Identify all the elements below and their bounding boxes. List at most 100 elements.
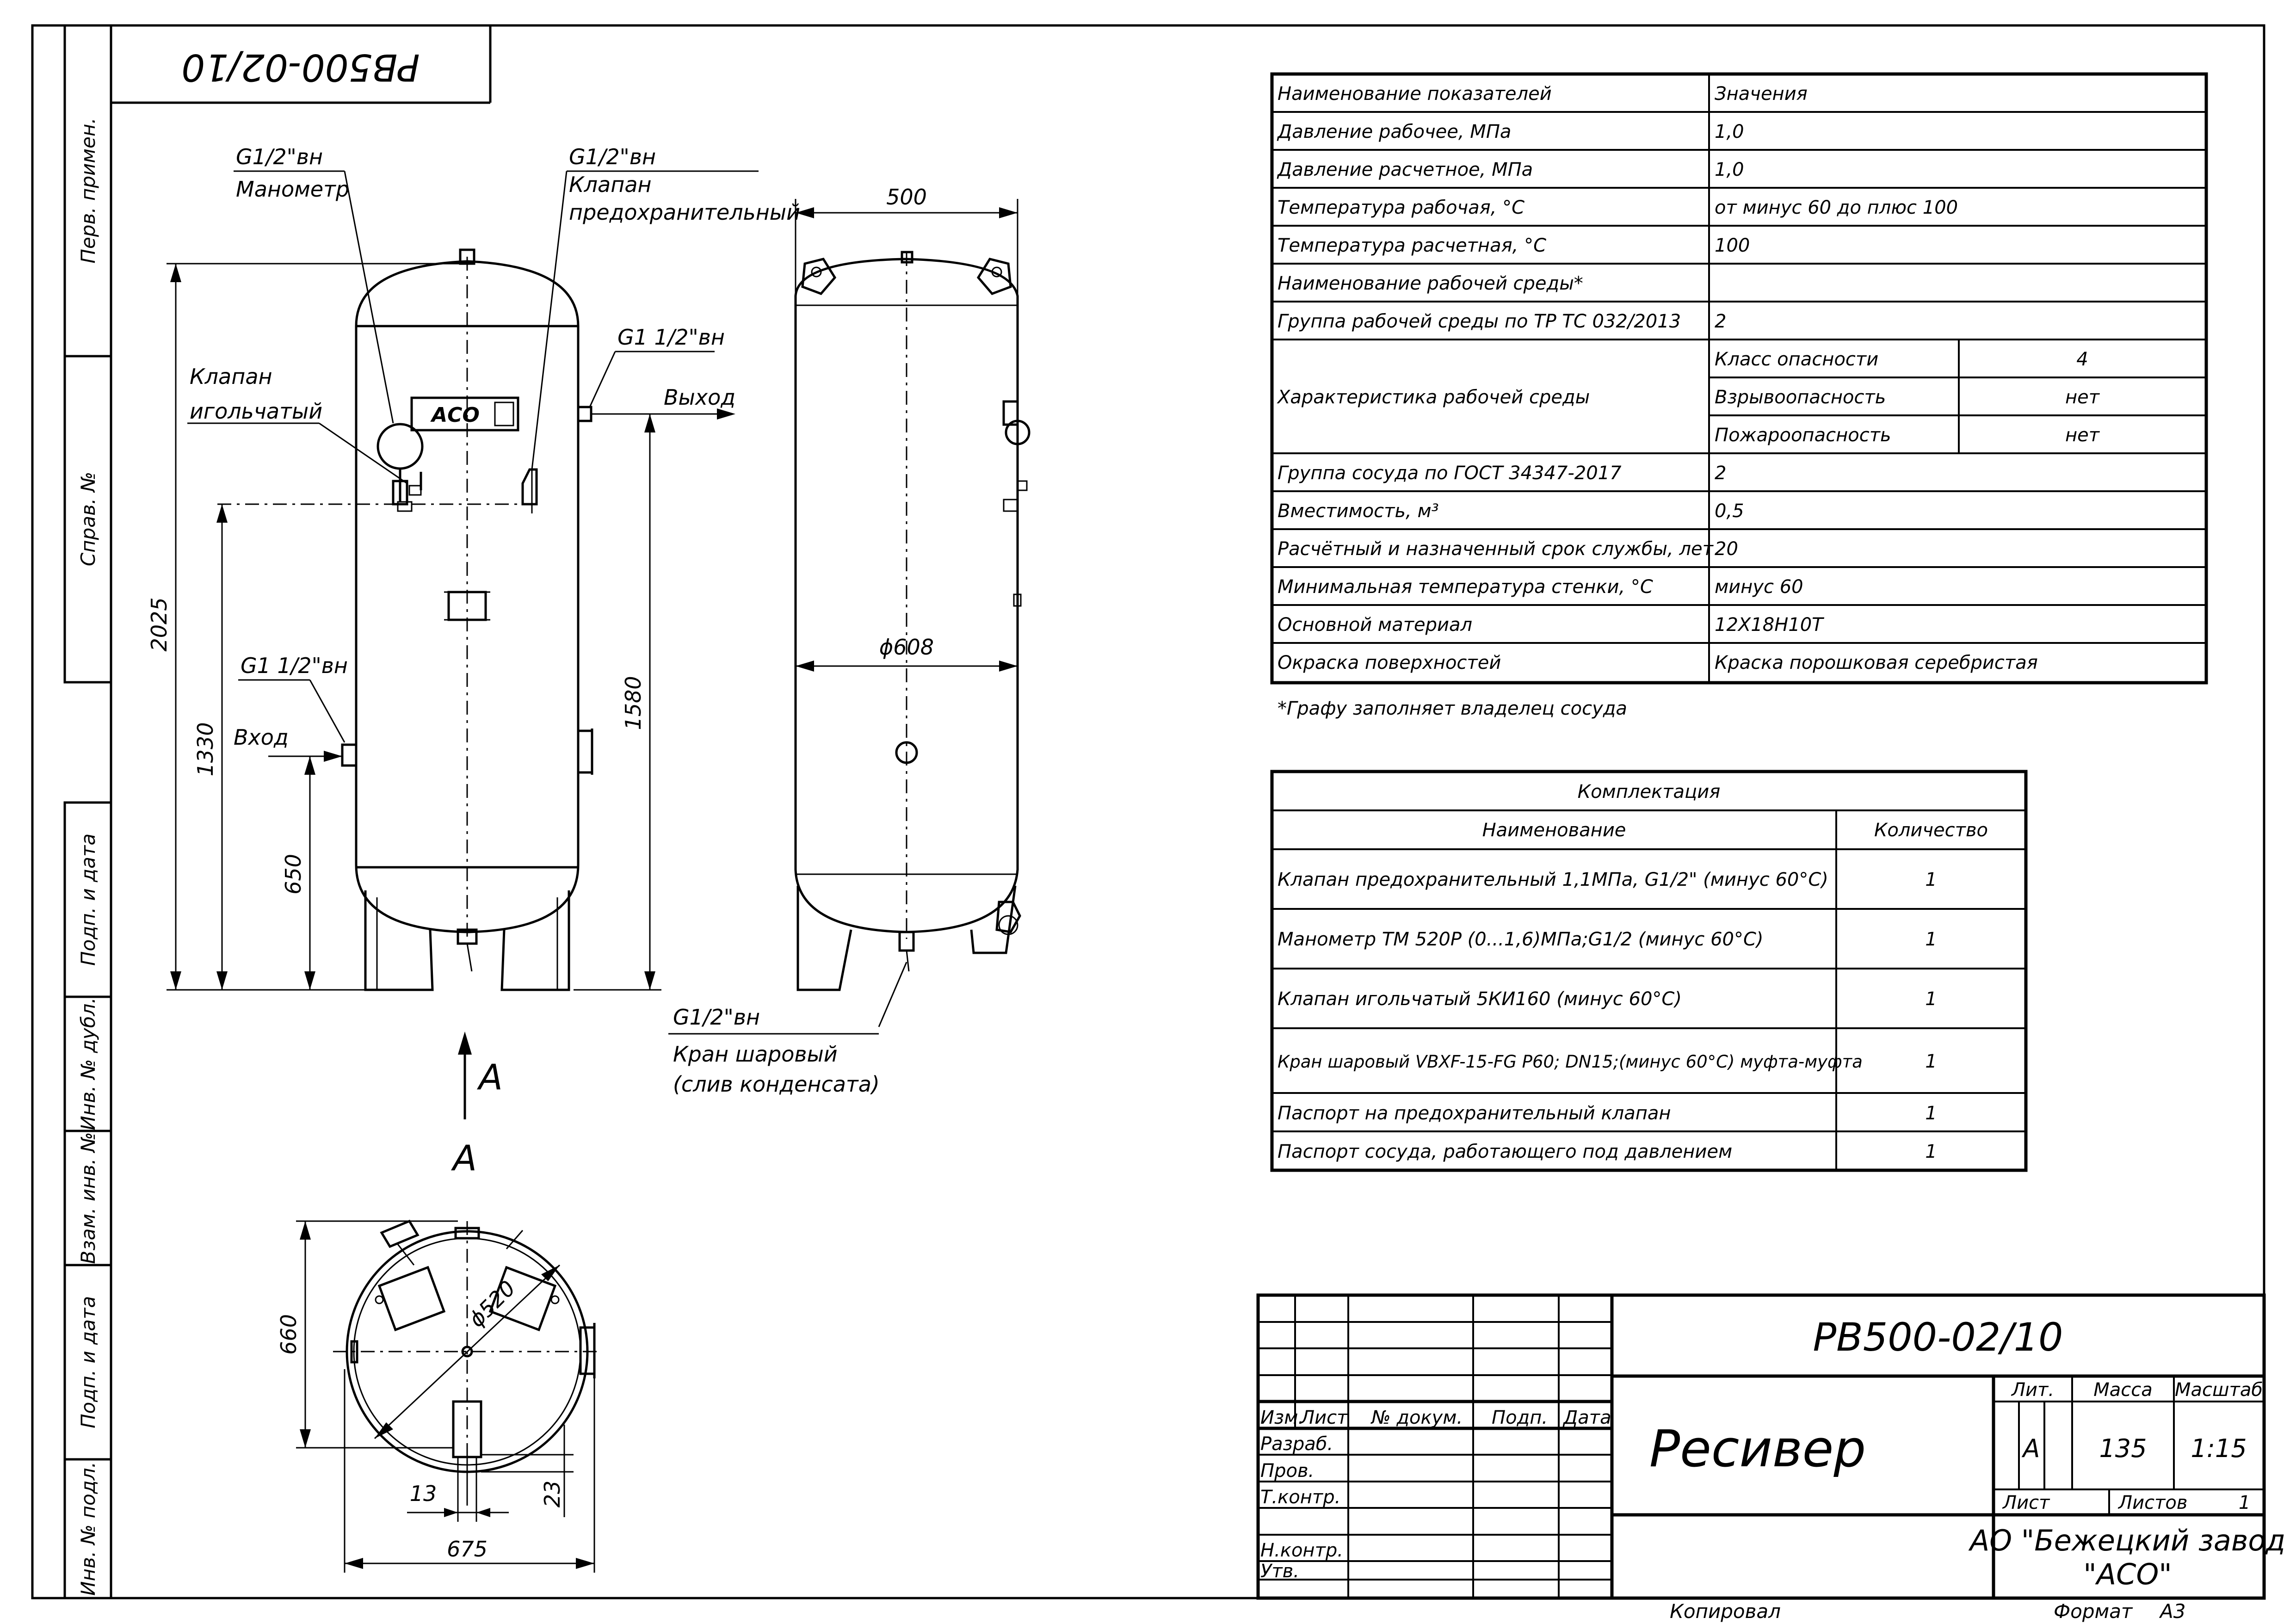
specs-char-item-value: нет: [2065, 387, 2100, 408]
strip-label-sprav-no: Справ. №: [77, 472, 99, 566]
title-role: Т.контр.: [1260, 1487, 1340, 1508]
specs-row-name: Давление рабочее, МПа: [1277, 121, 1511, 142]
specs-row-name: Расчётный и назначенный срок службы, лет: [1278, 538, 1714, 560]
dim-top-depth: 660: [276, 1314, 301, 1355]
kit-row-qty: 1: [1925, 929, 1937, 950]
footer-format-value: А3: [2159, 1600, 2185, 1623]
top-view-dimensions: ϕ520 660 675 13 23: [276, 1220, 595, 1573]
dim-top-width: 675: [447, 1537, 488, 1562]
specs-char-item-name: Пожароопасность: [1715, 425, 1891, 446]
specs-row-name: Окраска поверхностей: [1278, 652, 1501, 673]
title-scale-label: Масштаб: [2175, 1379, 2263, 1401]
title-col-izm: Изм.: [1260, 1407, 1304, 1428]
specs-row-name: Температура рабочая, °С: [1278, 197, 1524, 218]
view-a-arrow-label: А: [476, 1056, 503, 1098]
title-product-name: Ресивер: [1649, 1419, 1866, 1478]
sheet-frame: [31, 24, 2265, 1599]
specs-row-value: 1,0: [1715, 159, 1744, 180]
needle-valve-label-1: Клапан: [190, 364, 272, 389]
title-sheet-label: Лист: [2002, 1492, 2050, 1513]
specs-char-item-name: Взрывоопасность: [1715, 387, 1886, 408]
specs-row-value: 2: [1715, 463, 1726, 484]
kit-title: Комплектация: [1578, 781, 1721, 803]
strip-label-podp-data-1: Подп. и дата: [77, 834, 99, 966]
dim-side-diameter: ϕ608: [879, 635, 934, 660]
outlet-label: Выход: [664, 385, 735, 410]
view-a-title: А: [451, 1137, 477, 1179]
footer-copied: Копировал: [1670, 1600, 1781, 1623]
inlet-thread-label: G1 1/2"вн: [241, 653, 348, 678]
title-role: Разраб.: [1260, 1433, 1333, 1455]
title-mass-label: Масса: [2093, 1379, 2153, 1401]
kit-table: Комплектация Наименование Количество Кла…: [1270, 770, 2028, 1172]
specs-row-value: 2: [1715, 311, 1726, 332]
title-col-list: Лист: [1300, 1407, 1348, 1428]
title-role: Н.контр.: [1260, 1540, 1343, 1561]
inlet-label: Вход: [234, 725, 289, 750]
title-col-date: Дата: [1562, 1407, 1611, 1428]
kit-row-name: Кран шаровый VBXF-15-FG P60; DN15;(минус…: [1278, 1052, 1863, 1072]
title-lit-value: А: [2022, 1434, 2040, 1463]
specs-row-value: 1,0: [1715, 121, 1744, 142]
dim-top-13: 13: [410, 1481, 437, 1506]
specs-row-value: 0,5: [1715, 500, 1744, 522]
kit-row-qty: 1: [1925, 988, 1937, 1010]
specs-row-name: Температура расчетная, °С: [1278, 235, 1546, 256]
kit-col-qty: Количество: [1874, 820, 1988, 841]
dim-outlet-height: 1580: [621, 676, 646, 730]
strip-label-inv-dubl: Инв. № дубл.: [77, 997, 99, 1130]
title-block: Изм. Лист № докум. Подп. Дата Разраб. Пр…: [1256, 1293, 2285, 1600]
title-lit-label: Лит.: [2011, 1379, 2054, 1401]
specs-char-item-value: нет: [2065, 425, 2100, 446]
dim-manometer-height: 650: [281, 854, 306, 895]
needle-valve-label-2: игольчатый: [190, 399, 322, 424]
kit-row-name: Клапан игольчатый 5КИ160 (минус 60°С): [1278, 988, 1682, 1010]
strip-label-podp-data-2: Подп. и дата: [77, 1296, 99, 1428]
specs-row-value: 100: [1715, 235, 1750, 256]
dim-side-width: 500: [886, 185, 927, 210]
strip-label-perv-primen: Перв. примен.: [77, 117, 99, 263]
title-role: Утв.: [1260, 1561, 1299, 1582]
specs-row-value: 12Х18Н10Т: [1715, 614, 1825, 636]
specs-header-value: Значения: [1715, 83, 1808, 105]
side-view: [794, 251, 1031, 991]
dim-top-23: 23: [540, 1481, 565, 1508]
footer-format-label: Формат: [2054, 1600, 2133, 1623]
strip-label-inv-podl: Инв. № подл.: [77, 1462, 99, 1596]
logo-plate: АСО: [430, 403, 480, 427]
specs-table: Наименование показателей Значения Давлен…: [1270, 72, 2208, 719]
sheet-footer: Копировал Формат А3: [1670, 1600, 2185, 1623]
specs-row-name: Группа рабочей среды по ТР ТС 032/2013: [1278, 311, 1681, 332]
specs-row-name: Минимальная температура стенки, °С: [1278, 576, 1653, 598]
kit-row-qty: 1: [1925, 1051, 1937, 1072]
title-col-doc: № докум.: [1370, 1407, 1463, 1428]
drain-label-2: (слив конденсата): [673, 1072, 880, 1097]
outlet-thread-label: G1 1/2"вн: [617, 325, 725, 350]
drain-label-1: Кран шаровый: [673, 1042, 838, 1067]
kit-row-name: Клапан предохранительный 1,1МПа, G1/2" (…: [1278, 869, 1828, 890]
specs-row-name: Основной материал: [1278, 614, 1472, 636]
title-sheets-value: 1: [2239, 1492, 2250, 1513]
safety-valve-label-1: Клапан: [569, 172, 652, 197]
specs-header-name: Наименование показателей: [1278, 83, 1552, 105]
kit-row-name: Паспорт сосуда, работающего под давление…: [1278, 1141, 1732, 1162]
specs-row-name: Группа сосуда по ГОСТ 34347-2017: [1278, 463, 1622, 484]
specs-row-name: Давление расчетное, МПа: [1277, 159, 1533, 180]
title-sheets-label: Листов: [2117, 1492, 2187, 1513]
specs-row-value: от минус 60 до плюс 100: [1715, 197, 1958, 218]
kit-row-qty: 1: [1925, 1103, 1937, 1124]
safety-valve-label-2: предохранительный: [569, 200, 800, 225]
specs-row-value: Краска порошковая серебристая: [1715, 652, 2038, 673]
title-company-1: АО "Бежецкий завод: [1968, 1524, 2285, 1557]
title-company-2: "АСО": [2083, 1557, 2172, 1591]
front-view-dimensions: 2025 1330 650 1580: [147, 263, 661, 991]
specs-char-item-name: Класс опасности: [1715, 349, 1878, 370]
kit-row-qty: 1: [1925, 869, 1937, 890]
front-view-callouts: G1/2"вн Манометр G1/2"вн Клапан предохра…: [187, 144, 800, 1179]
dim-bolt-circle: ϕ520: [464, 1276, 520, 1332]
front-view: АСО: [217, 248, 593, 991]
top-view: [333, 1219, 601, 1506]
specs-row-value: минус 60: [1715, 576, 1803, 598]
safety-valve-thread-label: G1/2"вн: [569, 144, 656, 169]
title-drawing-code: РВ500-02/10: [1813, 1315, 2063, 1360]
